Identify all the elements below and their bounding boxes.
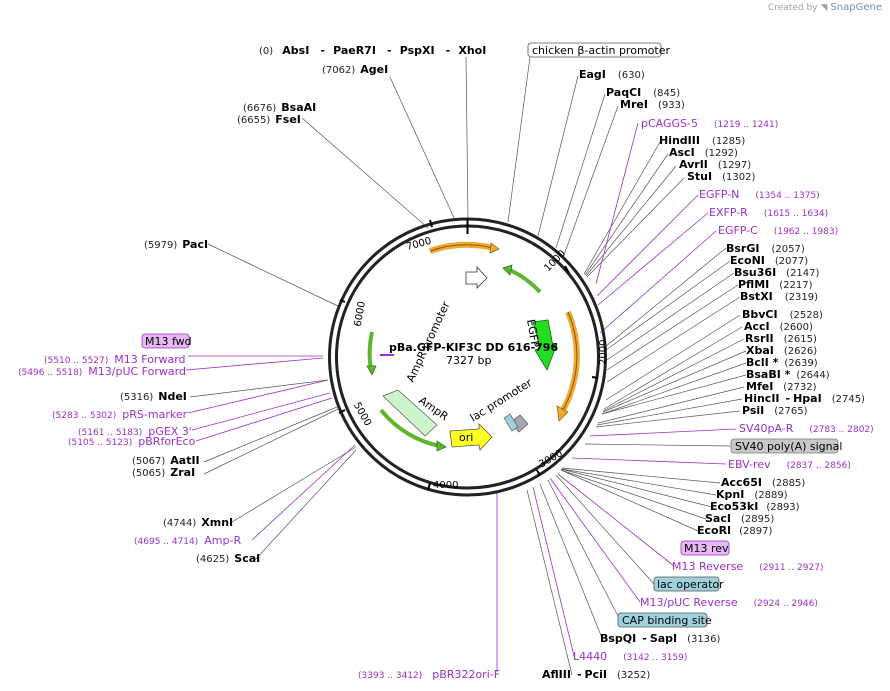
site-agei: (7062)AgeI bbox=[322, 63, 388, 76]
ori-label: ori bbox=[459, 431, 473, 444]
credit-brand: SnapGene bbox=[830, 2, 882, 13]
credit-prefix: Created by bbox=[767, 2, 818, 13]
site-rsrii: RsrII(2615) bbox=[745, 332, 817, 345]
site-psii: PsiI(2765) bbox=[742, 404, 808, 417]
feature-chicken-promoter-arrow bbox=[429, 241, 500, 254]
site-mfei: MfeI(2732) bbox=[746, 380, 817, 393]
feature-orange-arrow-right bbox=[556, 310, 580, 422]
lac-operator-box: lac operator bbox=[653, 576, 724, 592]
primer-egfp-n: EGFP-N(1354 .. 1375) bbox=[699, 188, 820, 201]
svg-text:CAP binding site: CAP binding site bbox=[622, 614, 712, 627]
snapgene-credit: Created by ◥ SnapGene bbox=[768, 2, 882, 13]
primer-exfp-r: EXFP-R(1615 .. 1634) bbox=[709, 206, 828, 219]
m13-rev-box: M13 rev bbox=[680, 540, 730, 556]
m13-fwd-box: M13 fwd bbox=[141, 333, 192, 349]
cap-binding-site-box: CAP binding site bbox=[617, 612, 712, 628]
primer-pbr322ori-f: (3393 .. 3412)pBR322ori-F bbox=[358, 668, 500, 681]
site-bspqi-sapi: BspQI-SapI(3136) bbox=[600, 632, 720, 645]
site-xmni: (4744)XmnI bbox=[163, 516, 233, 529]
feature-lac-promoter bbox=[503, 413, 529, 433]
tick-2000: 2000 bbox=[598, 340, 609, 365]
primer-pcaggs-5: pCAGGS-5(1219 .. 1241) bbox=[641, 117, 778, 130]
feature-ori-arrow: ori bbox=[449, 423, 493, 451]
site-ndei: (5316)NdeI bbox=[120, 390, 187, 403]
primer-m13-reverse: M13 Reverse(2911 .. 2927) bbox=[672, 560, 823, 573]
site-avrii: AvrII(1297) bbox=[679, 158, 751, 171]
site-asci: AscI(1292) bbox=[669, 146, 738, 159]
lac-promoter-label: lac promoter bbox=[468, 376, 535, 425]
site-scai: (4625)ScaI bbox=[196, 552, 260, 565]
primer-egfp-c: EGFP-C(1962 .. 1983) bbox=[718, 224, 838, 237]
svg-text:chicken β-actin promoter: chicken β-actin promoter bbox=[532, 44, 670, 57]
feature-egfp-arrow bbox=[532, 319, 558, 371]
primer-lines bbox=[185, 122, 737, 672]
site-eagi: EagI(630) bbox=[579, 68, 645, 81]
site-bbvci: BbvCI(2528) bbox=[742, 308, 823, 321]
site-eco53ki: Eco53kI(2893) bbox=[710, 500, 800, 513]
primer-pgex-3: (5161 .. 5183)pGEX 3' bbox=[78, 425, 192, 438]
site-bsrgi: BsrGI(2057) bbox=[726, 242, 805, 255]
site-bsabi: BsaBI *(2644) bbox=[746, 368, 830, 381]
primer-prs-marker: (5283 .. 5302)pRS-marker bbox=[52, 408, 188, 421]
plasmid-length: 7327 bp bbox=[446, 354, 491, 367]
site-hincii-hpai: HincII-HpaI(2745) bbox=[744, 392, 865, 405]
site-stui: StuI(1302) bbox=[687, 170, 755, 183]
site-zrai: (5065)ZraI bbox=[132, 466, 195, 479]
site-mrei: MreI(933) bbox=[620, 98, 685, 111]
site-ecori: EcoRI(2897) bbox=[697, 524, 773, 537]
site-paqci: PaqCI(845) bbox=[606, 86, 680, 99]
plasmid-name: pBa.GFP-KIF3C DD 616-796 bbox=[389, 341, 558, 354]
site-kpni: KpnI(2889) bbox=[716, 488, 788, 501]
primer-ebv-rev: EBV-rev(2837 .. 2856) bbox=[728, 458, 851, 471]
sv40-polya-box: SV40 poly(A) signal bbox=[730, 438, 842, 454]
chicken-promoter-box: chicken β-actin promoter bbox=[527, 42, 670, 58]
site-bstxi: BstXI(2319) bbox=[740, 290, 818, 303]
site-saci: SacI(2895) bbox=[705, 512, 774, 525]
feature-ampr-arrow bbox=[379, 389, 447, 452]
position-ticks bbox=[338, 219, 599, 491]
primer-m13-puc-forward: (5496 .. 5518)M13/pUC Forward bbox=[18, 365, 186, 378]
tick-4000: 4000 bbox=[433, 480, 458, 491]
site-xbai: XbaI(2626) bbox=[746, 344, 817, 357]
primer-m13-forward: (5510 .. 5527)M13 Forward bbox=[44, 353, 186, 366]
site-fsei: (6655)FseI bbox=[237, 113, 301, 126]
site-afliii-pcii: AflIII-PciI(3252) bbox=[542, 668, 650, 681]
feature-ampr-promoter-arrow bbox=[366, 331, 377, 376]
primer-sv40pa-r: SV40pA-R(2783 .. 2802) bbox=[739, 422, 874, 435]
site-pflmi: PflMI(2217) bbox=[738, 278, 813, 291]
site-paci: (5979)PacI bbox=[144, 238, 208, 251]
site-hindiii: HindIII(1285) bbox=[659, 134, 745, 147]
site-bcli: BclI *(2639) bbox=[746, 356, 818, 369]
site-bsaai: (6676)BsaAI bbox=[243, 101, 316, 114]
connector-lines bbox=[189, 56, 747, 676]
primer-amp-r: (4695 .. 4714)Amp-R bbox=[134, 534, 241, 547]
svg-text:M13 rev: M13 rev bbox=[684, 542, 729, 555]
svg-text:lac operator: lac operator bbox=[657, 578, 724, 591]
svg-text:M13 fwd: M13 fwd bbox=[145, 335, 192, 348]
primer-pbrforeco: (5105 .. 5123)pBRforEco bbox=[68, 435, 196, 448]
site-acc65i: Acc65I(2885) bbox=[721, 476, 805, 489]
feature-white-arrow bbox=[465, 265, 488, 289]
feature-cmv-enhancer-arrow bbox=[502, 264, 542, 294]
primer-m13-puc-reverse: M13/pUC Reverse(2924 .. 2946) bbox=[640, 596, 818, 609]
tick-6000: 6000 bbox=[353, 301, 368, 328]
snapgene-logo-icon: ◥ bbox=[820, 2, 828, 13]
site-econi: EcoNI(2077) bbox=[730, 254, 808, 267]
site-absi-xhoi: (0) AbsI - PaeR7I - PspXI - XhoI bbox=[259, 39, 486, 58]
site-aatii: (5067)AatII bbox=[132, 454, 200, 467]
primer-l4440: L4440(3142 .. 3159) bbox=[573, 650, 687, 663]
site-bsu36i: Bsu36I(2147) bbox=[734, 266, 820, 279]
site-acci: AccI(2600) bbox=[744, 320, 813, 333]
egfp-label: EGFP bbox=[524, 318, 542, 349]
svg-text:SV40 poly(A) signal: SV40 poly(A) signal bbox=[735, 440, 842, 453]
